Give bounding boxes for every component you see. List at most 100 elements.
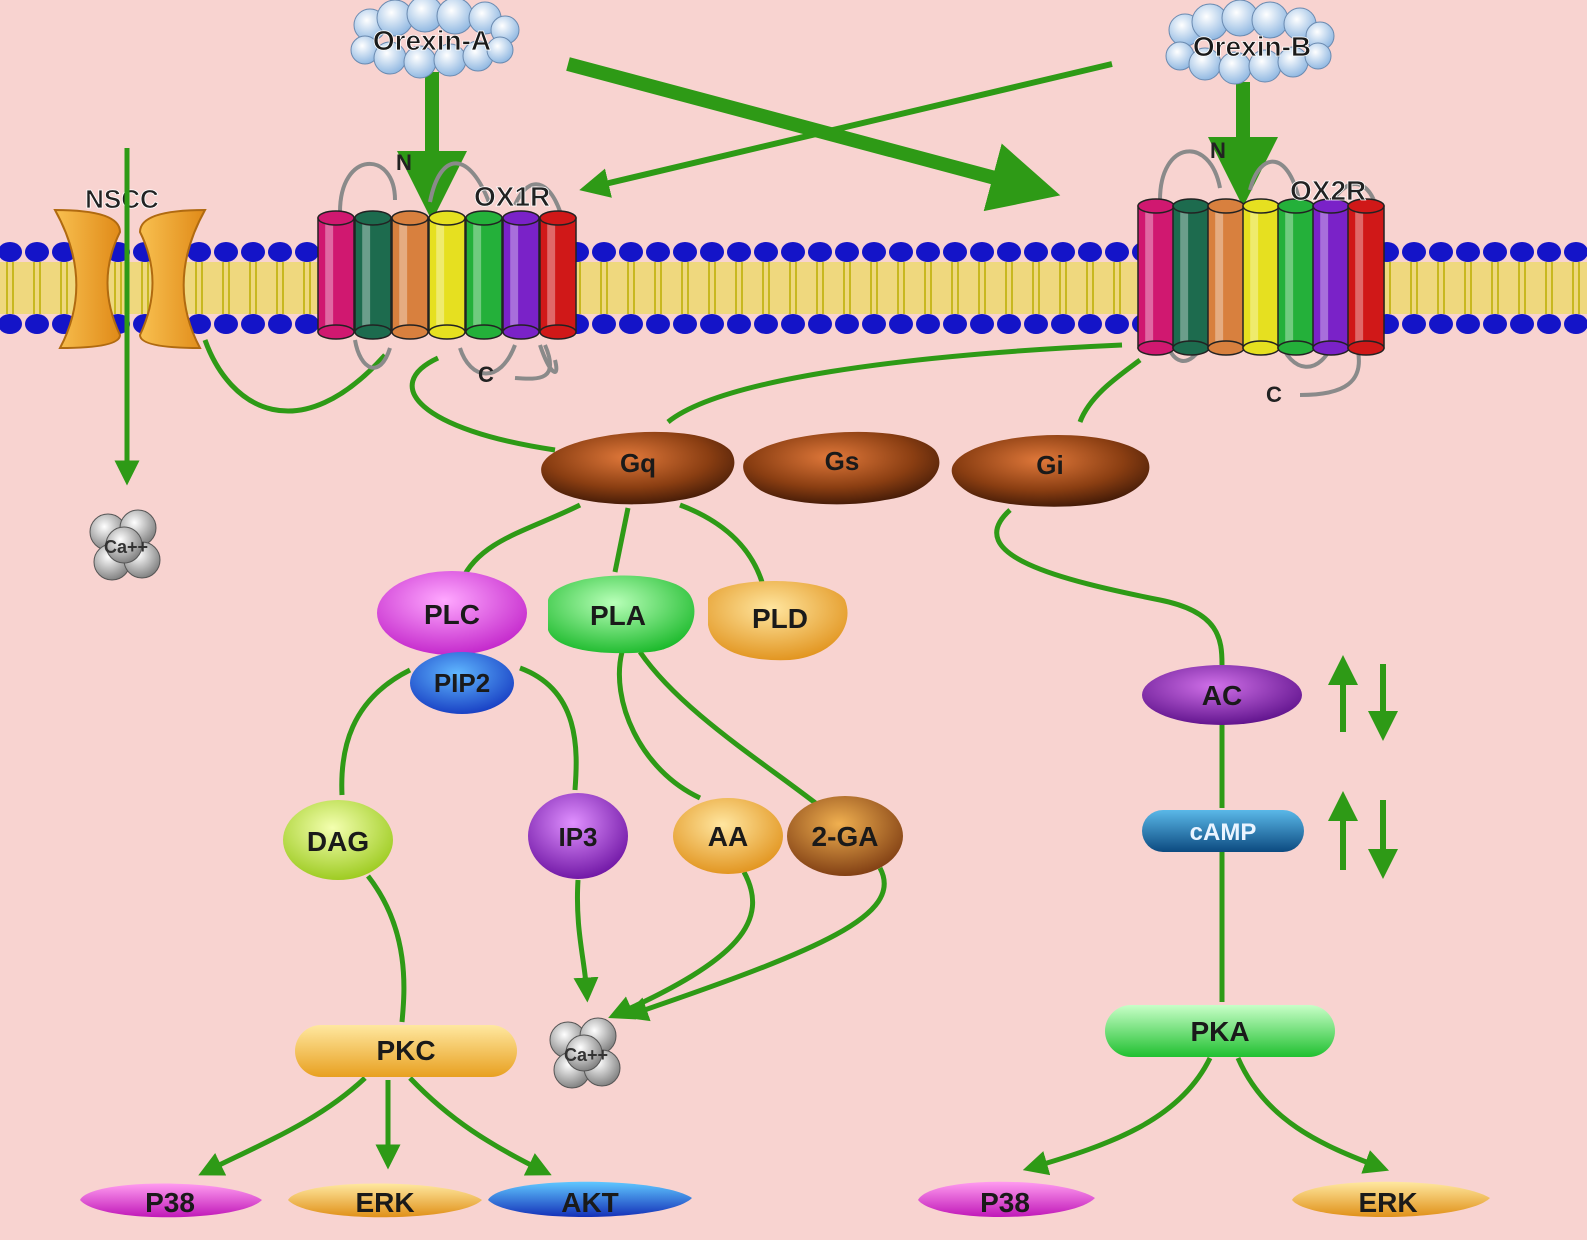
lipid-tail — [654, 288, 662, 314]
ac-shape — [1142, 665, 1302, 725]
pka-label: PKA — [1190, 1016, 1249, 1047]
lipid-tail — [600, 288, 608, 314]
lipid-tail — [978, 288, 986, 314]
akt-label: AKT — [561, 1187, 619, 1218]
lipid-head — [1078, 242, 1102, 262]
lipid-head — [1564, 314, 1587, 334]
camp-label: cAMP — [1190, 819, 1257, 846]
pla-label: PLA — [590, 600, 646, 631]
transmembrane-helix — [1207, 198, 1245, 356]
akt-node: AKT — [488, 1181, 692, 1218]
lipid-tail — [1410, 262, 1418, 288]
lipid-head — [916, 314, 940, 334]
plc-node: PLC — [377, 571, 527, 655]
lipid-tail — [1545, 288, 1553, 314]
2ga-to-calcium-arrow — [622, 866, 887, 1022]
lipid-tail — [1464, 262, 1472, 288]
transmembrane-helix — [1172, 198, 1210, 356]
lipid-head — [1429, 314, 1453, 334]
gi-protein: Gi — [951, 435, 1150, 507]
orexin-b-label: Orexin-B — [1193, 31, 1311, 62]
ox1r-c-terminus — [514, 344, 553, 381]
calcium-ion-top: Ca++ — [89, 509, 161, 581]
ip3-to-calcium-arrow — [573, 879, 599, 1003]
lipid-head — [1402, 242, 1426, 262]
nscc-channel: NSCC — [53, 184, 207, 350]
lipid-head — [1537, 314, 1561, 334]
lipid-head — [1429, 242, 1453, 262]
lipid-tail — [1572, 288, 1580, 314]
ox1r-label: OX1R — [474, 181, 550, 212]
lipid-tail — [303, 262, 311, 288]
ip3-node: IP3 — [528, 793, 628, 879]
pla-to-2ga-link — [637, 650, 820, 807]
lipid-head — [646, 314, 670, 334]
lipid-tail — [708, 288, 716, 314]
lipid-tail — [627, 262, 635, 288]
gi-label: Gi — [1036, 450, 1063, 480]
lipid-head — [295, 242, 319, 262]
gq-to-pla-link — [612, 507, 631, 573]
lipid-head — [1105, 242, 1129, 262]
gq-shape — [541, 431, 735, 505]
lipid-head — [700, 314, 724, 334]
orexin-a-molecule: Orexin-A — [350, 0, 520, 79]
pka-node: PKA — [1105, 1005, 1335, 1057]
ox1r-n-terminus-label: N — [396, 150, 412, 175]
lipid-tail — [1572, 262, 1580, 288]
pip2-shape — [410, 652, 514, 714]
2ga-node: 2-GA — [787, 796, 903, 876]
lipid-tail — [33, 262, 41, 288]
lipid-head — [835, 242, 859, 262]
lipid-head — [214, 314, 238, 334]
lipid-head — [997, 242, 1021, 262]
pla-node: PLA — [548, 575, 695, 654]
lipid-head — [727, 314, 751, 334]
lipid-tail — [1545, 262, 1553, 288]
lipid-tail — [249, 262, 257, 288]
lipid-head — [808, 242, 832, 262]
ox1r-loops — [338, 161, 567, 376]
lipid-tail — [735, 262, 743, 288]
lipid-head — [268, 314, 292, 334]
lipid-tail — [789, 288, 797, 314]
lipid-tail — [897, 288, 905, 314]
lipid-tail — [735, 288, 743, 314]
plc-shape — [377, 571, 527, 655]
lipid-tail — [843, 288, 851, 314]
lipid-tail — [1437, 262, 1445, 288]
lipid-head — [619, 242, 643, 262]
transmembrane-helix — [1277, 198, 1315, 356]
lipid-tail — [1005, 262, 1013, 288]
lipid-head — [1456, 314, 1480, 334]
lipid-tail — [1410, 288, 1418, 314]
lipid-tail — [978, 262, 986, 288]
lipid-head — [592, 242, 616, 262]
gi-shape — [951, 435, 1150, 507]
lipid-head — [25, 242, 49, 262]
transmembrane-helix — [1137, 198, 1175, 356]
lipid-tail — [816, 288, 824, 314]
2ga-shape — [787, 796, 903, 876]
dag-node: DAG — [283, 800, 393, 880]
lipid-head — [1564, 242, 1587, 262]
lipid-tail — [1086, 262, 1094, 288]
lipid-tail — [1464, 288, 1472, 314]
calcium-label-top: Ca++ — [104, 537, 148, 557]
nscc-right-subunit — [138, 208, 207, 350]
aa-shape — [673, 798, 783, 874]
lipid-tail — [789, 262, 797, 288]
lipid-tail — [60, 262, 68, 288]
transmembrane-helix — [1347, 198, 1385, 356]
dag-to-pkc-link — [366, 874, 407, 1023]
pkc-label: PKC — [376, 1035, 435, 1066]
lipid-tail — [924, 288, 932, 314]
ip3-shape — [528, 793, 628, 879]
lipid-tail — [249, 288, 257, 314]
orexin-b-to-ox1r-arrow — [579, 61, 1113, 198]
pka-shape — [1105, 1005, 1335, 1057]
lipid-tail — [1437, 288, 1445, 314]
lipid-head — [1537, 242, 1561, 262]
lipid-tail — [951, 262, 959, 288]
p38-right-label: P38 — [980, 1187, 1030, 1218]
